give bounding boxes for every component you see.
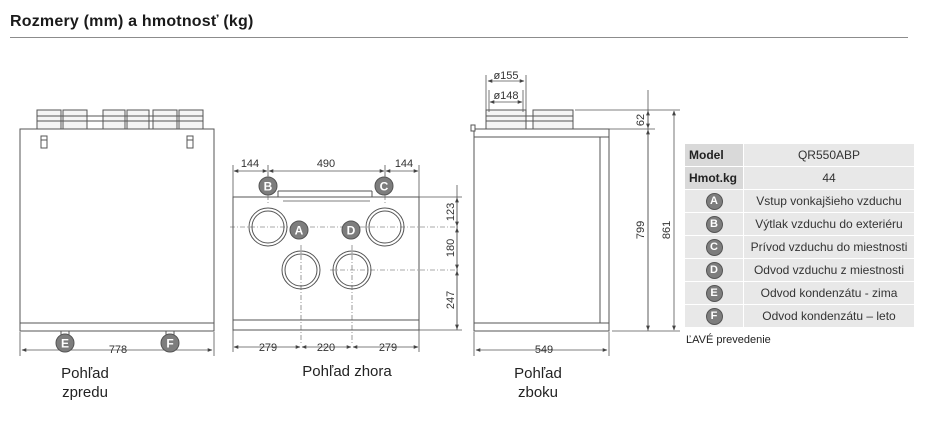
side-view-label: Pohľad zboku: [514, 365, 562, 401]
svg-text:B: B: [264, 180, 273, 194]
svg-text:D: D: [347, 224, 356, 238]
table-row: A Vstup vonkajšieho vzduchu: [684, 189, 915, 213]
row-text: Výtlak vzduchu do exteriéru: [743, 212, 915, 236]
total-height-dimension: 861: [661, 221, 673, 239]
marker-F-front: F: [160, 333, 180, 353]
marker-D-badge: D: [705, 261, 723, 279]
row-text: Prívod vzduchu do miestnosti: [743, 235, 915, 259]
table-row: D Odvod vzduchu z miestnosti: [684, 258, 915, 282]
spec-table: Model QR550ABP Hmot.kg 44 A Vstup vonkaj…: [684, 143, 915, 328]
model-value: QR550ABP: [743, 143, 915, 167]
front-width-dimension: 778: [109, 344, 127, 356]
table-row: C Prívod vzduchu do miestnosti: [684, 235, 915, 259]
marker-F-badge: F: [705, 307, 723, 325]
svg-text:E: E: [61, 337, 69, 351]
table-row: E Odvod kondenzátu - zima: [684, 281, 915, 305]
side-view: [470, 75, 680, 356]
marker-B-badge: B: [705, 215, 723, 233]
top-view: [230, 165, 462, 352]
marker-A-badge: A: [705, 192, 723, 210]
marker-E-badge: E: [705, 284, 723, 302]
svg-text:A: A: [295, 224, 304, 238]
front-view: [19, 109, 215, 356]
row-text: Odvod kondenzátu - zima: [743, 281, 915, 305]
collar-height-dimension: 62: [635, 114, 647, 126]
marker-E-front: E: [55, 333, 75, 353]
weight-label: Hmot.kg: [684, 166, 744, 190]
table-row: F Odvod kondenzátu – leto: [684, 304, 915, 328]
bottom-dim-right: 279: [379, 342, 397, 354]
row-text: Vstup vonkajšieho vzduchu: [743, 189, 915, 213]
model-label: Model: [684, 143, 744, 167]
top-dim-left: 144: [241, 158, 259, 170]
footnote: ĽAVÉ prevedenie: [686, 334, 771, 346]
top-dim-middle: 490: [317, 158, 335, 170]
marker-D: D: [341, 220, 361, 240]
inner-diameter-dimension: ø148: [493, 90, 518, 102]
page-title: Rozmery (mm) a hmotnosť (kg): [10, 13, 254, 30]
marker-C-badge: C: [705, 238, 723, 256]
front-view-label: Pohľad zpredu: [61, 365, 109, 401]
side-width-dimension: 549: [535, 344, 553, 356]
marker-B: B: [258, 176, 278, 196]
row-text: Odvod vzduchu z miestnosti: [743, 258, 915, 282]
weight-value: 44: [743, 166, 915, 190]
side-dim-247: 247: [445, 291, 457, 309]
row-text: Odvod kondenzátu – leto: [743, 304, 915, 328]
top-view-label: Pohľad zhora: [302, 363, 392, 380]
marker-C: C: [374, 176, 394, 196]
title-divider: [10, 37, 908, 38]
bottom-dim-left: 279: [259, 342, 277, 354]
marker-A: A: [289, 220, 309, 240]
body-height-dimension: 799: [635, 221, 647, 239]
outer-diameter-dimension: ø155: [493, 70, 518, 82]
side-dim-123: 123: [445, 203, 457, 221]
top-dim-right: 144: [395, 158, 413, 170]
svg-text:C: C: [380, 180, 389, 194]
table-row: B Výtlak vzduchu do exteriéru: [684, 212, 915, 236]
svg-text:F: F: [166, 337, 173, 351]
side-dim-180: 180: [445, 239, 457, 257]
table-row-weight: Hmot.kg 44: [684, 166, 915, 190]
bottom-dim-middle: 220: [317, 342, 335, 354]
table-row-model: Model QR550ABP: [684, 143, 915, 167]
